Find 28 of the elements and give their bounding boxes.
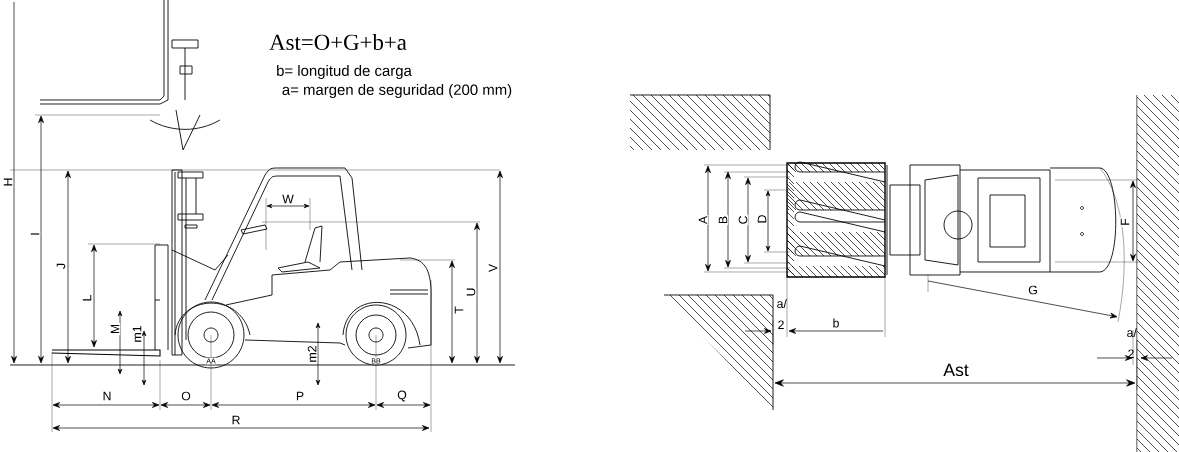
dimension-label: G: [1027, 284, 1039, 296]
dimension-label: V: [487, 263, 499, 273]
formula-text: Ast=O+G+b+a: [268, 33, 408, 51]
dimension-label: a/ 2: [777, 299, 787, 329]
dimension-label: M: [109, 323, 121, 335]
dimension-label: U: [465, 286, 477, 298]
dimension-label: O: [180, 390, 192, 402]
dimension-label: m2: [306, 344, 318, 364]
dimension-label: m1: [131, 324, 143, 344]
dimension-label: F: [1119, 217, 1131, 227]
dimension-label: Ast: [942, 363, 970, 377]
dimension-label: A: [697, 215, 709, 225]
dimension-label: C: [737, 214, 749, 226]
dimension-label: B: [717, 215, 729, 225]
dimension-label: Q: [396, 389, 408, 403]
dimension-label: H: [2, 176, 14, 188]
dimension-label: L: [81, 293, 93, 303]
dimension-label: T: [453, 305, 465, 315]
dimension-label: P: [295, 390, 305, 402]
dimension-label: N: [101, 390, 113, 402]
dimension-label: I: [29, 231, 41, 237]
dimension-label: J: [55, 262, 67, 270]
dimension-label: b: [831, 317, 841, 329]
note-text: b= longitud de carga: [275, 64, 413, 80]
dimension-label: D: [756, 213, 768, 225]
dimension-label: R: [230, 414, 242, 426]
dimension-label: W: [281, 193, 295, 205]
note-text: a= margen de seguridad (200 mm): [280, 83, 514, 99]
